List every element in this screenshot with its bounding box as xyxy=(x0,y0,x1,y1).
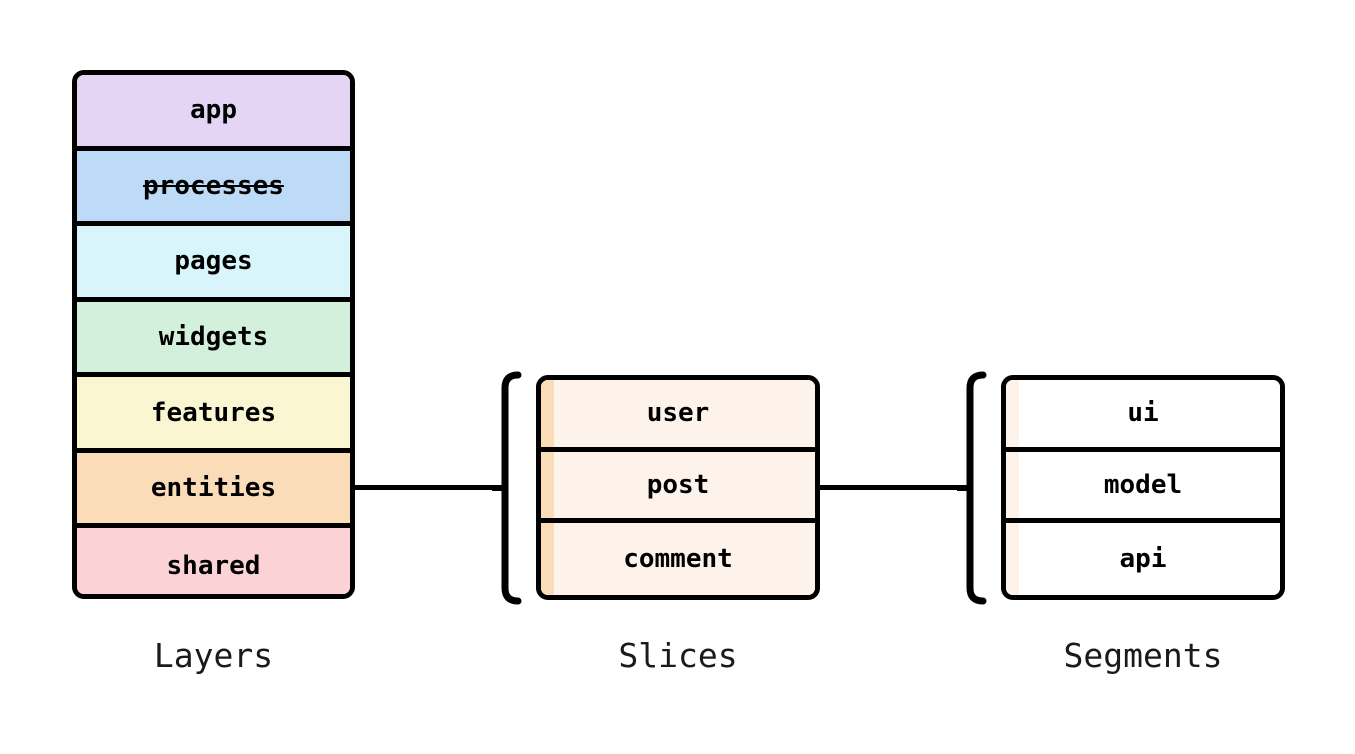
layer-label-shared: shared xyxy=(166,551,261,582)
segment-row-api[interactable]: api xyxy=(1006,523,1280,595)
layer-label-entities: entities xyxy=(150,473,277,504)
layer-row-entities[interactable]: entities xyxy=(77,452,350,529)
segment-label-ui: ui xyxy=(1127,398,1159,429)
slice-label-post: post xyxy=(646,469,710,500)
row-stripe xyxy=(541,451,554,519)
layer-row-features[interactable]: features xyxy=(77,377,350,453)
caption-segments: Segments xyxy=(1063,636,1223,675)
layer-label-features: features xyxy=(150,397,277,428)
layer-row-shared[interactable]: shared xyxy=(77,528,350,594)
layer-row-pages[interactable]: pages xyxy=(77,226,350,302)
slice-row-comment[interactable]: comment xyxy=(541,523,815,595)
slices-bracket-icon xyxy=(492,371,522,605)
caption-slices: Slices xyxy=(618,636,738,675)
slice-label-comment: comment xyxy=(623,544,733,575)
slice-row-post[interactable]: post xyxy=(541,451,815,524)
layer-row-widgets[interactable]: widgets xyxy=(77,301,350,378)
connector-layers-to-slices xyxy=(353,485,505,490)
row-stripe xyxy=(541,380,554,447)
layer-label-processes: processes xyxy=(143,170,284,201)
slices-stack: user post comment xyxy=(536,375,820,600)
segment-label-api: api xyxy=(1119,544,1167,575)
caption-layers: Layers xyxy=(153,636,274,675)
slice-label-user: user xyxy=(646,398,710,429)
layer-row-app[interactable]: app xyxy=(77,75,350,151)
row-stripe xyxy=(541,523,554,595)
segments-bracket-icon xyxy=(957,371,987,605)
segment-row-model[interactable]: model xyxy=(1006,451,1280,524)
layer-label-pages: pages xyxy=(174,246,253,277)
layer-label-app: app xyxy=(190,95,237,126)
segment-row-ui[interactable]: ui xyxy=(1006,380,1280,452)
row-stripe xyxy=(1006,451,1019,519)
segment-label-model: model xyxy=(1103,469,1183,500)
slice-row-user[interactable]: user xyxy=(541,380,815,452)
layers-stack: app processes pages widgets features ent… xyxy=(72,70,355,599)
row-stripe xyxy=(1006,523,1019,595)
segments-stack: ui model api xyxy=(1001,375,1285,600)
layer-row-processes[interactable]: processes xyxy=(77,150,350,227)
row-stripe xyxy=(1006,380,1019,447)
layer-label-widgets: widgets xyxy=(158,321,269,352)
connector-slices-to-segments xyxy=(818,485,970,490)
